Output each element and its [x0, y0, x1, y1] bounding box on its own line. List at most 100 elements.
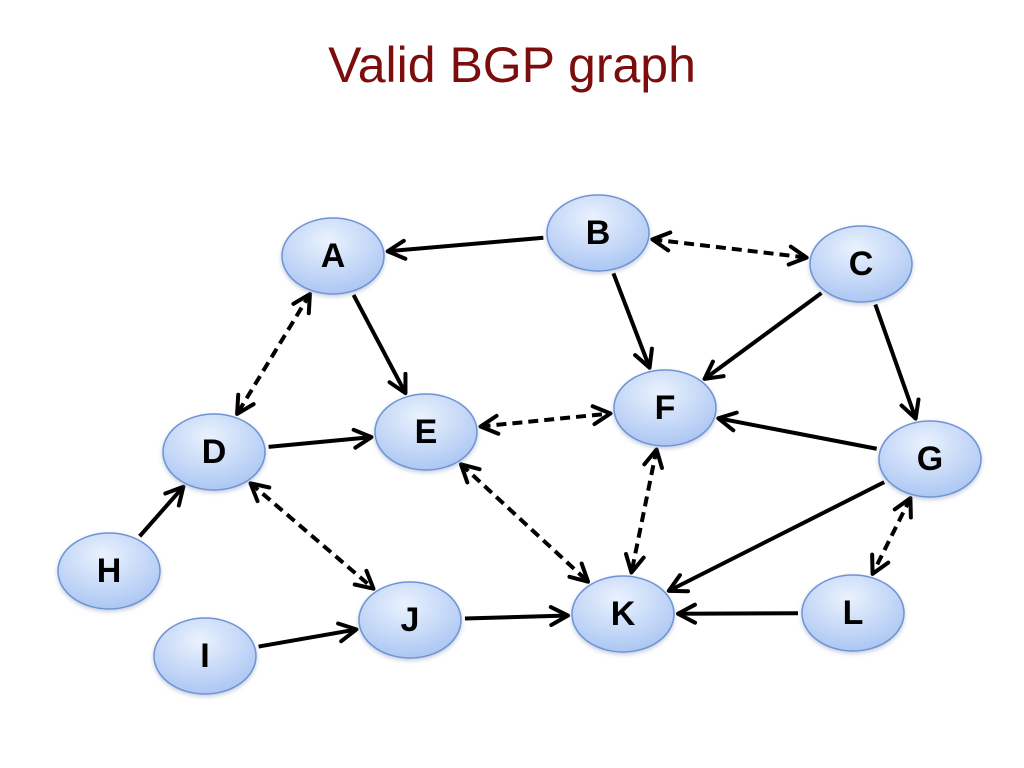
arrowhead-icon	[892, 496, 913, 520]
edge-e-k	[458, 462, 591, 584]
arrowhead-icon	[163, 484, 186, 508]
node-label: A	[321, 237, 346, 275]
arrowhead-icon	[235, 392, 256, 416]
node-ellipse	[613, 369, 717, 447]
edge-h-d	[138, 484, 186, 538]
node-ellipse	[546, 194, 650, 272]
arrowhead-icon	[899, 397, 921, 421]
arrowhead-icon	[336, 621, 359, 644]
node-label: J	[401, 601, 420, 639]
node-label: H	[97, 552, 122, 590]
node-l: L	[801, 574, 905, 652]
edge-g-f	[716, 410, 878, 451]
node-label: E	[415, 413, 438, 451]
edge-g-k	[666, 480, 886, 594]
customer-provider-line	[387, 235, 544, 254]
customer-provider-line	[717, 416, 878, 451]
customer-provider-line	[258, 627, 357, 649]
customer-provider-line	[268, 435, 372, 449]
arrowhead-icon	[675, 602, 698, 625]
edge-a-e	[351, 293, 408, 396]
customer-provider-line	[464, 613, 569, 621]
edge-d-e	[268, 427, 374, 450]
node-label: G	[917, 440, 943, 478]
arrowhead-icon	[291, 292, 312, 316]
node-ellipse	[801, 574, 905, 652]
arrowhead-icon	[478, 413, 501, 436]
node-label: C	[849, 245, 874, 283]
edges-layer	[138, 230, 921, 649]
arrowhead-icon	[351, 427, 374, 450]
node-k: K	[571, 575, 675, 653]
edge-c-f	[702, 291, 823, 381]
node-ellipse	[809, 225, 913, 303]
arrowhead-icon	[786, 244, 809, 267]
node-f: F	[613, 369, 717, 447]
arrowhead-icon	[385, 238, 408, 261]
node-g: G	[878, 420, 982, 498]
arrowhead-icon	[633, 346, 654, 370]
edge-e-f	[478, 404, 613, 436]
peer-link-line	[459, 462, 590, 584]
arrowhead-icon	[716, 410, 739, 433]
node-label: L	[843, 594, 864, 632]
arrowhead-icon	[590, 404, 613, 427]
arrowhead-icon	[650, 230, 673, 253]
customer-provider-line	[873, 303, 918, 420]
peer-link-line	[870, 497, 913, 575]
node-c: C	[809, 225, 913, 303]
customer-provider-line	[351, 293, 408, 395]
customer-provider-line	[703, 291, 823, 381]
node-ellipse	[878, 420, 982, 498]
edge-c-g	[873, 303, 921, 421]
node-label: I	[200, 637, 209, 675]
edge-i-j	[258, 621, 359, 649]
edge-b-c	[650, 230, 809, 267]
node-ellipse	[374, 393, 478, 471]
customer-provider-line	[677, 611, 799, 616]
arrowhead-icon	[458, 462, 482, 485]
customer-provider-line	[667, 480, 886, 593]
arrowhead-icon	[567, 561, 591, 584]
edge-b-a	[385, 235, 544, 261]
customer-provider-line	[611, 272, 652, 369]
node-d: D	[162, 413, 266, 491]
node-a: A	[281, 217, 385, 295]
arrowhead-icon	[666, 573, 691, 594]
nodes-layer: A B C D E F G H I J K L	[57, 194, 982, 695]
node-label: B	[586, 214, 611, 252]
arrowhead-icon	[642, 447, 664, 470]
node-j: J	[358, 581, 462, 659]
slide-title: Valid BGP graph	[328, 37, 696, 93]
node-label: K	[611, 595, 636, 633]
peer-link-line	[652, 237, 807, 260]
node-ellipse	[153, 617, 257, 695]
edge-f-k	[624, 447, 664, 575]
edge-d-j	[248, 481, 376, 591]
node-ellipse	[162, 413, 266, 491]
node-ellipse	[281, 217, 385, 295]
arrowhead-icon	[870, 552, 891, 576]
node-i: I	[153, 617, 257, 695]
arrowhead-icon	[624, 552, 646, 575]
node-b: B	[546, 194, 650, 272]
node-label: D	[202, 433, 227, 471]
edge-a-d	[235, 292, 312, 416]
customer-provider-line	[138, 485, 185, 538]
node-h: H	[57, 532, 161, 610]
peer-link-line	[629, 449, 659, 573]
edge-j-k	[464, 605, 571, 628]
arrowhead-icon	[248, 481, 272, 504]
peer-link-line	[235, 293, 312, 415]
node-ellipse	[358, 581, 462, 659]
arrowhead-icon	[387, 371, 408, 396]
edge-g-l	[870, 496, 913, 576]
edge-b-f	[611, 272, 654, 370]
edge-l-k	[675, 602, 799, 625]
arrowhead-icon	[548, 605, 571, 628]
peer-link-line	[249, 481, 375, 591]
arrowhead-icon	[702, 359, 726, 381]
node-ellipse	[57, 532, 161, 610]
arrowhead-icon	[352, 568, 376, 591]
